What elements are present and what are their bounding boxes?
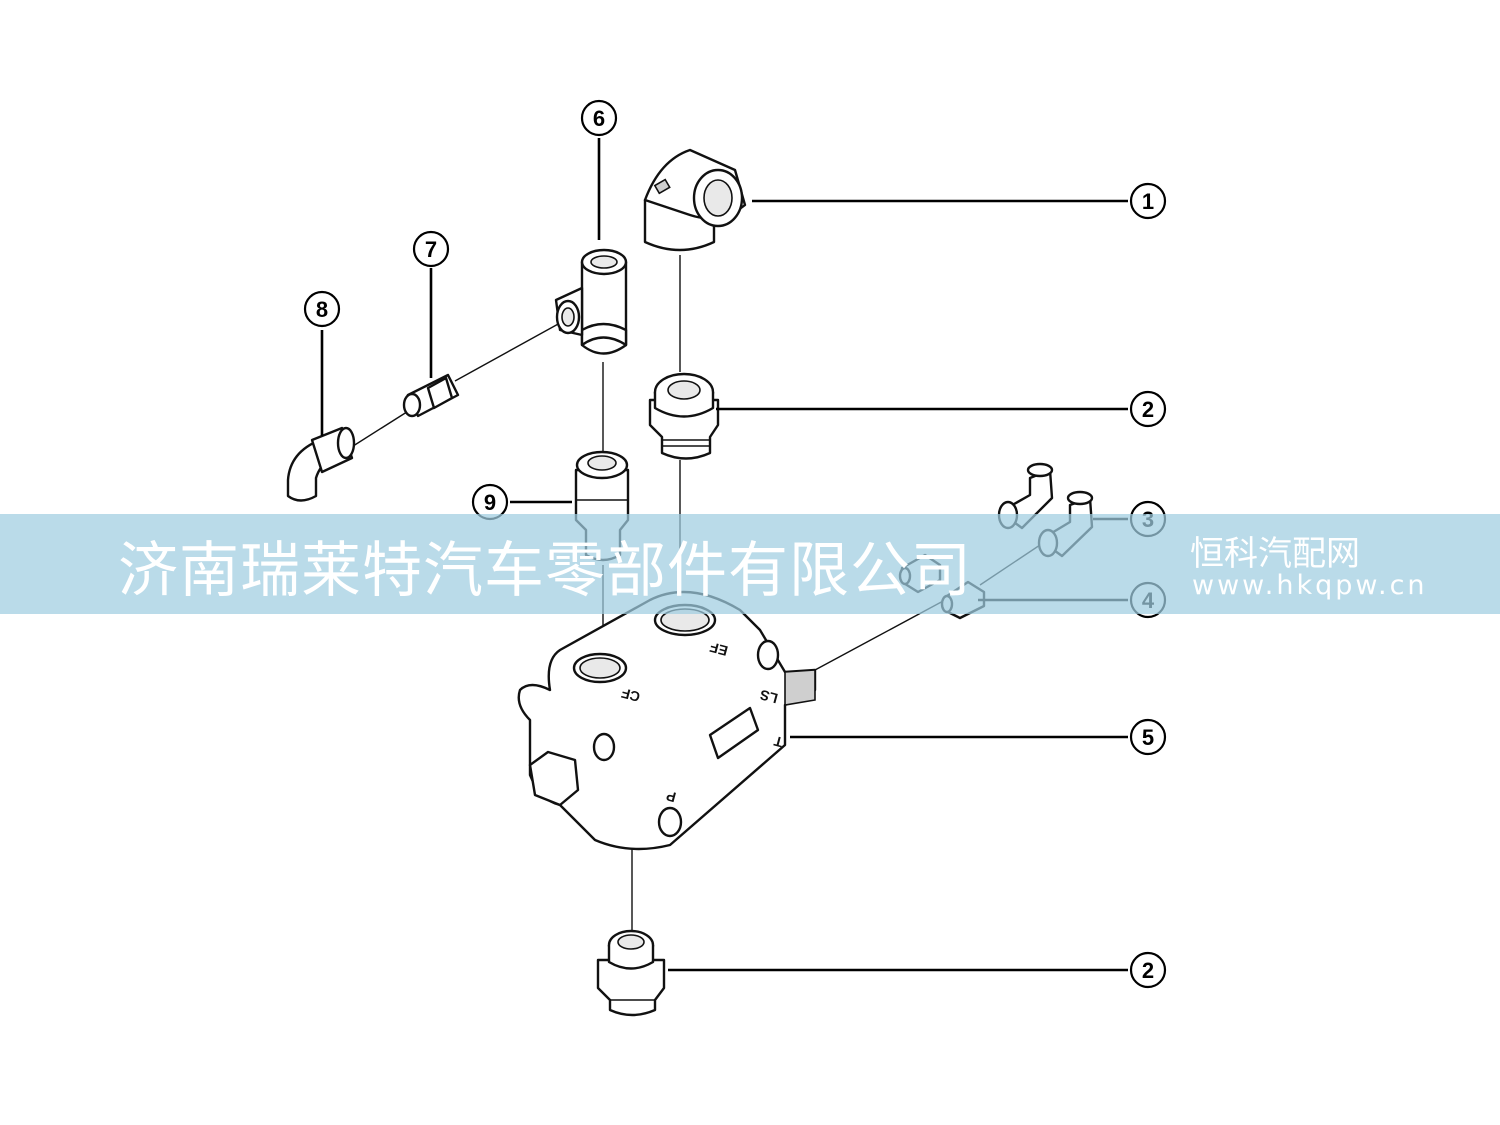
callout-2-lower-number: 2 — [1142, 958, 1154, 983]
watermark-site-name: 恒科汽配网 — [1190, 534, 1360, 574]
callout-8-number: 8 — [316, 297, 328, 322]
part-7-adapter — [402, 373, 460, 418]
callout-8: 8 — [303, 290, 341, 328]
callout-2-upper-number: 2 — [1142, 397, 1154, 422]
callout-1: 1 — [1129, 182, 1167, 220]
callout-2-upper: 2 — [1129, 390, 1167, 428]
callout-5-number: 5 — [1142, 725, 1154, 750]
part-8-elbow-tube — [286, 426, 356, 502]
port-label-cf: CF — [619, 685, 642, 705]
part-2-lower-adapter — [596, 929, 666, 1017]
port-label-ls: LS — [758, 687, 779, 707]
callout-2-lower: 2 — [1129, 951, 1167, 989]
part-5-valve-body: CF EF LS T P — [517, 590, 817, 851]
callout-7-number: 7 — [425, 237, 437, 262]
callout-5: 5 — [1129, 718, 1167, 756]
port-label-p: P — [665, 788, 678, 806]
part-6-tee-fitting — [554, 248, 628, 355]
watermark-url: www.hkqpw.cn — [1192, 570, 1428, 601]
callout-9-number: 9 — [484, 490, 496, 515]
callout-9: 9 — [471, 483, 509, 521]
part-2-upper-adapter — [648, 372, 720, 460]
watermark-band: 济南瑞莱特汽车零部件有限公司 恒科汽配网 www.hkqpw.cn — [0, 514, 1500, 614]
callout-6-number: 6 — [593, 106, 605, 131]
part-1-elbow-fitting — [643, 148, 747, 252]
callout-1-number: 1 — [1142, 189, 1154, 214]
callout-7: 7 — [412, 230, 450, 268]
port-label-ef: EF — [708, 639, 730, 659]
callout-6: 6 — [580, 99, 618, 137]
watermark-company-name: 济南瑞莱特汽车零部件有限公司 — [118, 536, 972, 606]
